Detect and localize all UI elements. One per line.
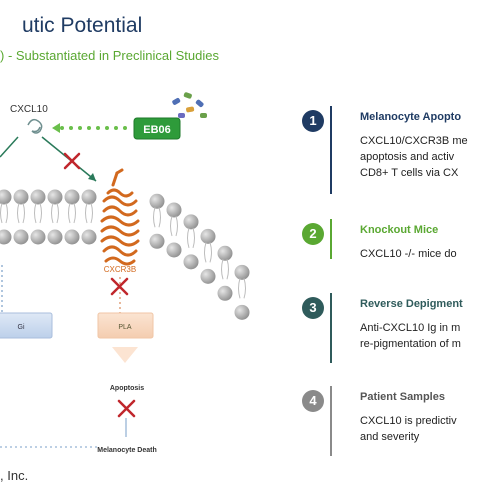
step-body-line: CXCL10 -/- mice do (360, 248, 457, 260)
ligand-label: CXCL10 (10, 104, 48, 115)
drug-badge (133, 117, 181, 140)
lipid-head (13, 189, 29, 205)
step-number-badge: 3 (302, 297, 324, 319)
box-right-label: PLA (118, 324, 132, 331)
lipid-head (64, 189, 80, 205)
lipid-tail (85, 202, 93, 224)
lipid-tail (187, 227, 195, 248)
lipid-tail (238, 278, 246, 299)
lipid-head (81, 229, 97, 245)
step-body: CXCL10 is predictiv and severity (360, 413, 457, 445)
step-title: Patient Samples (360, 391, 445, 403)
step-body-line: apoptosis and activ (360, 151, 455, 163)
arrowhead (88, 173, 96, 181)
lipid-tail (34, 202, 42, 224)
receptor-icon (100, 168, 140, 266)
lipid-head (64, 229, 80, 245)
receptor-label: CXCR3B (104, 265, 136, 274)
lipid-tail (204, 242, 212, 263)
step-divider (330, 219, 332, 259)
lipid-tail (17, 202, 25, 224)
lipid-head (30, 189, 46, 205)
ligand-left-arrow (0, 136, 19, 158)
box-left (0, 312, 53, 339)
lipid-head (217, 245, 233, 261)
lipid-head (47, 189, 63, 205)
ligand-icon (27, 118, 43, 134)
step-body-line: and severity (360, 431, 420, 443)
step-title: Melanocyte Apopto (360, 111, 462, 123)
step-title: Reverse Depigment (360, 298, 463, 310)
lipid-head (183, 214, 199, 230)
footer-company: , Inc. (0, 468, 29, 483)
lipid-head (234, 264, 250, 280)
lipid-tail (68, 202, 76, 224)
lipid-head (200, 268, 216, 284)
receptor-block-x-icon (110, 277, 129, 296)
lipid-head (0, 189, 12, 205)
down-chevron-icon (112, 347, 138, 363)
step-body-line: CXCL10/CXCR3B me (360, 135, 468, 147)
lipid-head (149, 233, 165, 249)
lipid-head (234, 304, 250, 320)
page-subtitle: ) - Substantiated in Preclinical Studies (0, 48, 219, 63)
lipid-head (200, 228, 216, 244)
step-body-line: re-pigmentation of m (360, 338, 461, 350)
lipid-tail (51, 202, 59, 224)
lipid-tail (153, 207, 161, 228)
block-x-icon (63, 152, 81, 170)
lipid-head (47, 229, 63, 245)
step-number-badge: 2 (302, 223, 324, 245)
step-divider (330, 106, 332, 194)
cell-membrane (0, 189, 250, 320)
lipid-head (30, 229, 46, 245)
lipid-tail (170, 215, 178, 237)
step-body: CXCL10 -/- mice do (360, 246, 457, 262)
lipid-tail (221, 259, 229, 280)
step-number-badge: 4 (302, 390, 324, 412)
lipid-head (0, 229, 12, 245)
drug-label: EB06 (143, 124, 171, 136)
lipid-head (81, 189, 97, 205)
apoptosis-label: Apoptosis (110, 385, 144, 392)
antibody-icon (172, 92, 207, 118)
lipid-head (183, 254, 199, 270)
lipid-head (166, 202, 182, 218)
step-body-line: CD8+ T cells via CX (360, 167, 459, 179)
mechanism-diagram: CXCR3B CXCL10 EB06 Gi PLA Apo (0, 92, 250, 454)
box-right (97, 312, 154, 339)
apoptosis-block-x-icon (117, 399, 136, 418)
lipid-head (13, 229, 29, 245)
drug-arrow (52, 123, 127, 133)
step-divider (330, 386, 332, 456)
lipid-tail (0, 202, 8, 224)
membrane-tails (0, 202, 246, 299)
box-left-label: Gi (18, 324, 25, 331)
lipid-head (217, 285, 233, 301)
step-title: Knockout Mice (360, 224, 439, 236)
death-label: Melanocyte Death (97, 447, 157, 454)
step-body-line: Anti-CXCL10 Ig in m (360, 322, 461, 334)
lipid-head (149, 193, 165, 209)
step-divider (330, 293, 332, 363)
step-body-line: CXCL10 is predictiv (360, 415, 457, 427)
lipid-head (166, 242, 182, 258)
step-body: Anti-CXCL10 Ig in m re-pigmentation of m (360, 320, 461, 352)
page-title: utic Potential (22, 14, 143, 37)
step-number-badge: 1 (302, 110, 324, 132)
